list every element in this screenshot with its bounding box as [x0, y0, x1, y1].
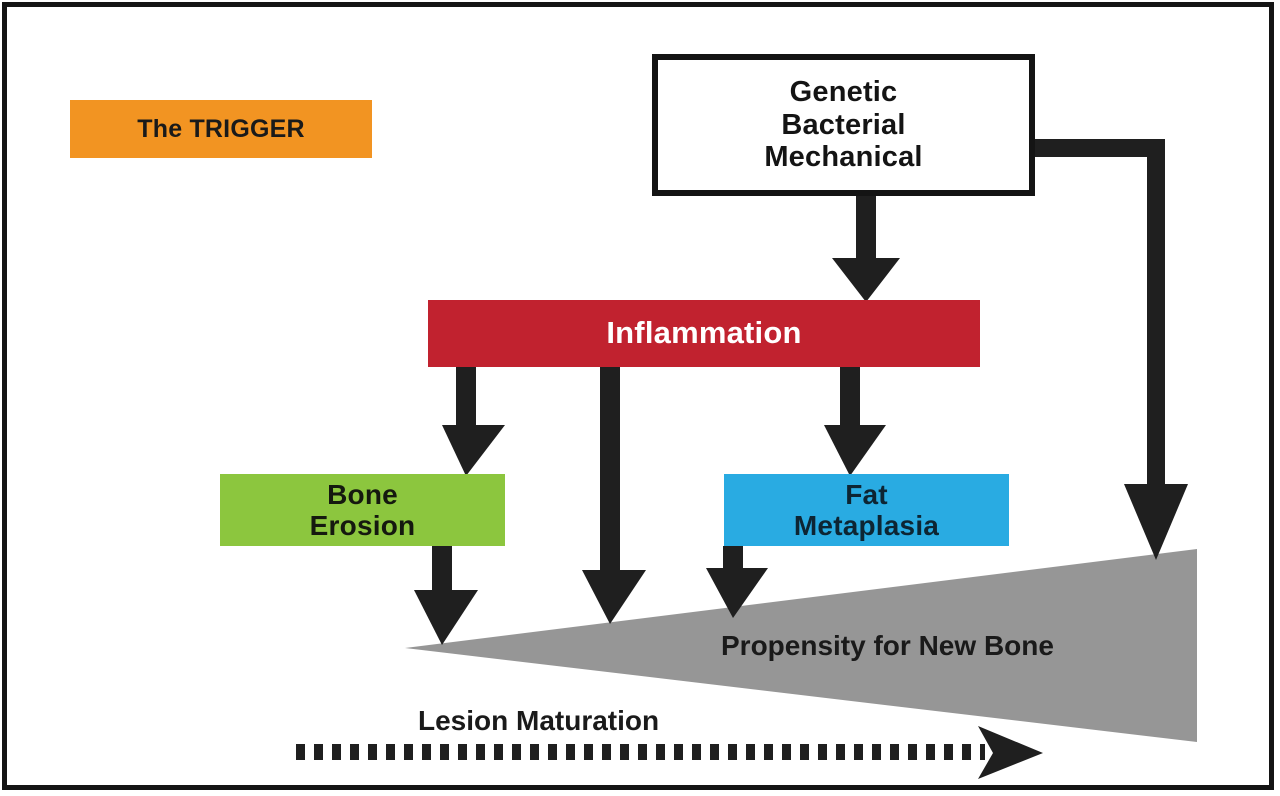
bone-erosion-box: Bone Erosion [220, 474, 505, 546]
fat-metaplasia-line-2: Metaplasia [793, 510, 940, 541]
inflammation-label-text: Inflammation [606, 315, 802, 351]
source-line-mechanical: Mechanical [764, 141, 923, 174]
trigger-label-box: The TRIGGER [70, 100, 372, 158]
propensity-for-new-bone-label: Propensity for New Bone [721, 630, 1054, 661]
bone-erosion-line-2: Erosion [309, 510, 416, 541]
fat-metaplasia-line-1: Fat [845, 478, 888, 510]
lesion-maturation-label: Lesion Maturation [418, 705, 660, 736]
trigger-label-text: The TRIGGER [137, 115, 305, 143]
source-factors-box: Genetic Bacterial Mechanical [652, 54, 1035, 196]
inflammation-box: Inflammation [428, 300, 980, 367]
fat-metaplasia-box: Fat Metaplasia [724, 474, 1009, 546]
source-line-genetic: Genetic [789, 76, 898, 109]
source-line-bacterial: Bacterial [781, 108, 906, 141]
bone-erosion-line-1: Bone [327, 478, 398, 510]
